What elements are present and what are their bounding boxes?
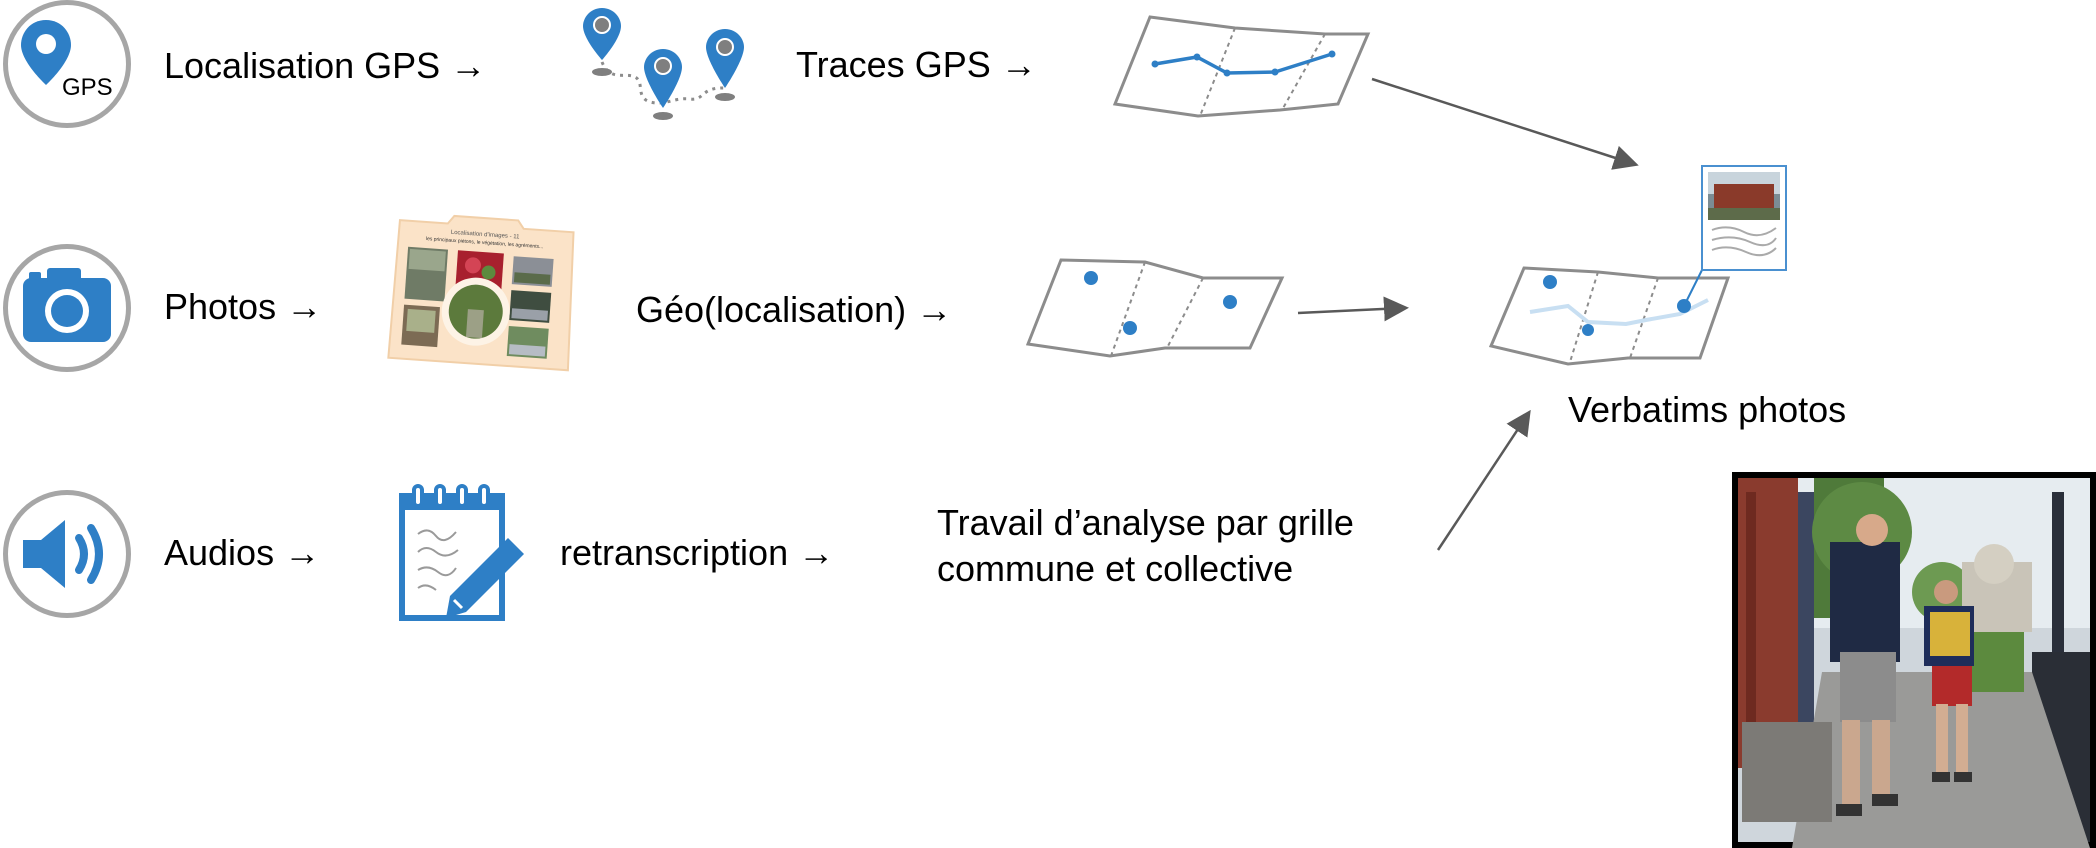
analysis-text-line1: Travail d’analyse par grille xyxy=(937,502,1354,543)
photo-album-header: Localisation d'images - 11 xyxy=(451,230,521,241)
arrow-gps-to-result xyxy=(1371,77,1639,170)
gps-icon-text: GPS xyxy=(62,74,113,101)
verbatims-map-icon xyxy=(1488,165,1787,366)
row3-label: Audios → xyxy=(164,532,321,573)
analysis-text: Travail d’analyse par grille commune et … xyxy=(937,500,1354,591)
row2-label: Photos → xyxy=(164,286,323,327)
row1-step-label: Traces GPS → xyxy=(796,44,1037,85)
gps-icon-circle xyxy=(3,0,131,128)
result-label: Verbatims photos xyxy=(1568,389,1847,430)
analysis-text-line2: commune et collective xyxy=(937,547,1294,589)
row1-label: Localisation GPS → xyxy=(164,45,487,86)
arrow-analysis-to-result xyxy=(1436,409,1531,551)
gps-trace-map-icon xyxy=(1112,15,1371,118)
speaker-icon xyxy=(23,520,103,588)
row2-step-label: Géo(localisation) → xyxy=(636,289,953,330)
gps-pin-icon xyxy=(21,20,71,85)
notepad-pencil-icon xyxy=(399,484,524,621)
camera-icon xyxy=(23,268,111,342)
walking-photo xyxy=(1732,472,2096,848)
row3-step-label: retranscription → xyxy=(560,532,835,573)
arrow-geo-to-result xyxy=(1297,296,1409,322)
geo-points-map-icon xyxy=(1025,258,1285,358)
photo-album-icon: Localisation d'images - 11 les principau… xyxy=(387,214,575,372)
route-pins-icon xyxy=(583,8,744,120)
